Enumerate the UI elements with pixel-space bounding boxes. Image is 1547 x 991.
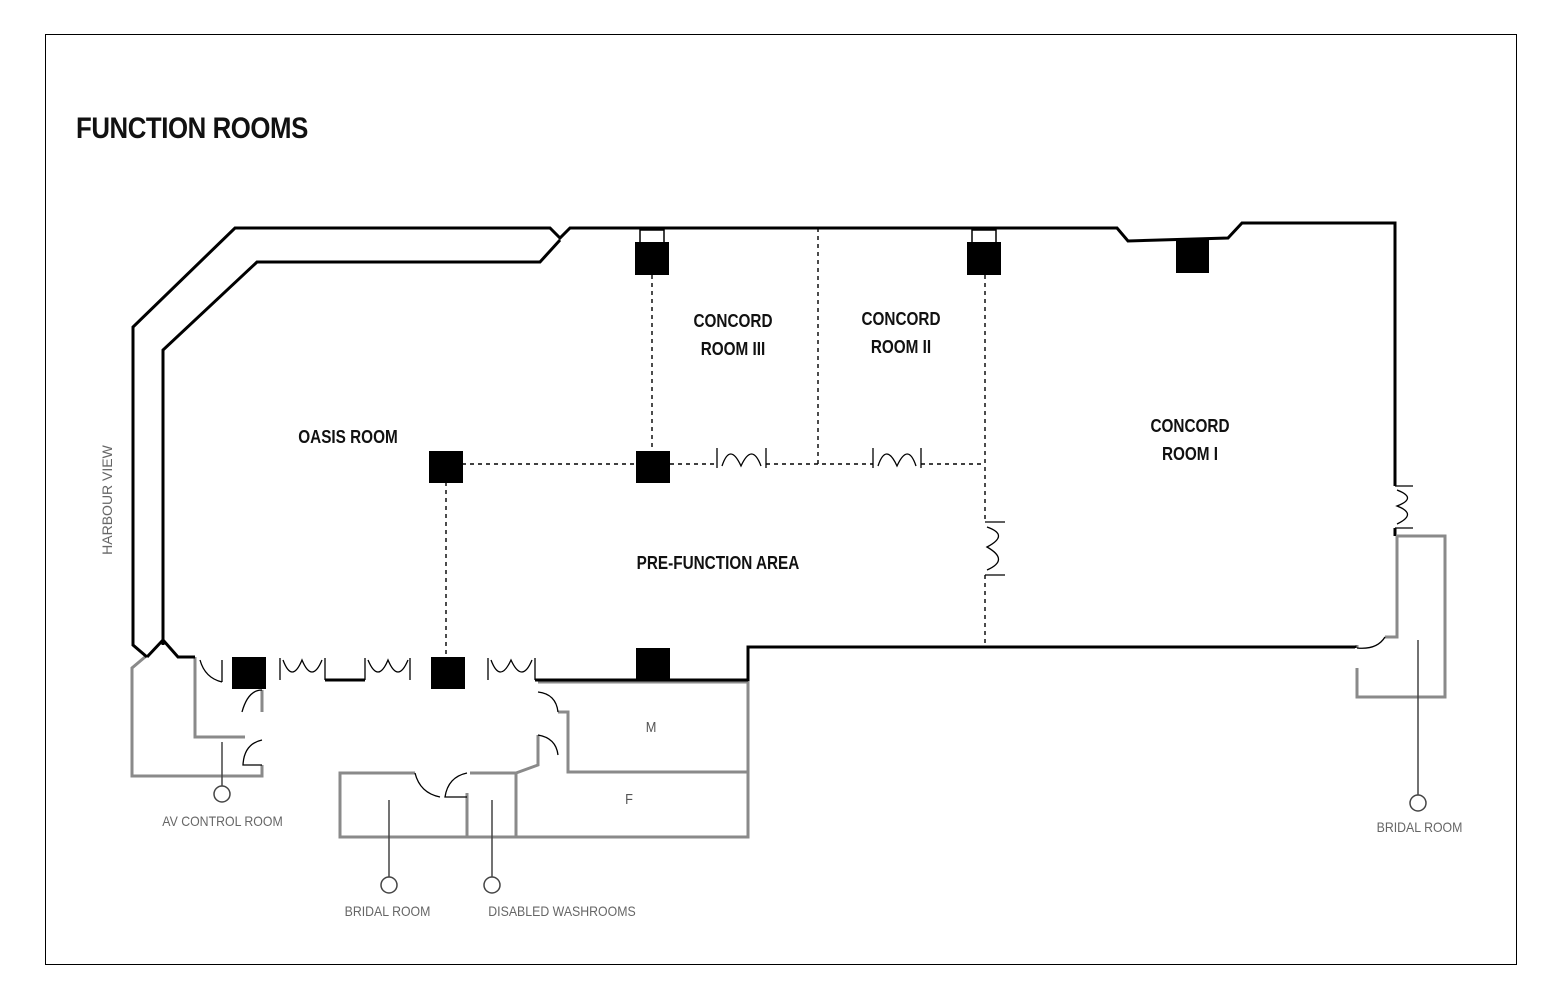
partitions (445, 228, 986, 660)
callout-marker-bridal-left (380, 876, 398, 894)
harbour-view-label: HARBOUR VIEW (99, 445, 115, 555)
column-bracket (971, 229, 997, 242)
room-label-mens: M (645, 719, 657, 736)
callout-label-bridal-room-left: BRIDAL ROOM (344, 903, 431, 919)
door-concord3 (716, 448, 767, 468)
bridal-room-right-inner (1385, 536, 1399, 639)
room-label-oasis: OASIS ROOM (298, 427, 398, 447)
callout-marker-disabled (483, 876, 501, 894)
callout-label-bridal-room-right: BRIDAL ROOM (1376, 819, 1463, 835)
door-oasis-2 (364, 658, 411, 680)
room-label-concord-2: CONCORD ROOM II (861, 309, 941, 357)
av-room-wall (130, 655, 264, 778)
av-room-inner-wall (193, 657, 245, 739)
page-title: FUNCTION ROOMS (76, 112, 308, 145)
main-walls (131, 221, 1397, 682)
door-concord1-east (1395, 485, 1413, 529)
door-bridal-room-right (1356, 636, 1386, 649)
diagram-frame (45, 34, 1517, 965)
south-wall-b (535, 645, 1357, 682)
outer-wall (131, 221, 1397, 659)
callout-label-av-control-room: AV CONTROL ROOM (162, 813, 283, 829)
column (967, 242, 1001, 275)
corridor-wall (515, 735, 540, 775)
column (636, 451, 670, 483)
room-label-concord-3: CONCORD ROOM III (693, 311, 773, 359)
column (635, 242, 669, 275)
column (1176, 240, 1209, 273)
door-washroom (537, 691, 559, 756)
door-av-1 (199, 659, 223, 683)
callout-label-disabled-washrooms: DISABLED WASHROOMS (488, 903, 636, 919)
service-walls (130, 534, 1447, 839)
door-concord2 (872, 448, 922, 468)
columns (232, 240, 1209, 689)
door-av-2 (241, 689, 263, 713)
column (429, 451, 463, 483)
callout-marker-bridal-right (1409, 794, 1427, 812)
door-concord1-west (985, 521, 1005, 576)
column (431, 657, 465, 689)
door-av-3 (242, 739, 263, 766)
harbour-view-inner-wall (161, 238, 562, 645)
column-bracket (639, 229, 665, 242)
column (232, 657, 266, 689)
bridal-room-wall (338, 682, 750, 839)
room-label-womens: F (625, 791, 633, 808)
doors (199, 448, 1413, 798)
column-brackets (639, 229, 997, 242)
door-prefunction (487, 658, 536, 680)
mens-washroom-wall (558, 710, 748, 774)
door-bridal-room (414, 772, 468, 798)
callout-marker-av (213, 785, 231, 803)
room-label-concord-1: CONCORD ROOM I (1150, 416, 1230, 464)
bridal-room-right-wall (1355, 534, 1447, 699)
room-label-pre-function: PRE-FUNCTION AREA (636, 553, 800, 573)
column (636, 648, 670, 680)
door-oasis-1 (279, 658, 326, 680)
callouts (213, 640, 1427, 894)
corner-wall (145, 637, 195, 659)
disabled-washroom-wall (470, 771, 518, 837)
